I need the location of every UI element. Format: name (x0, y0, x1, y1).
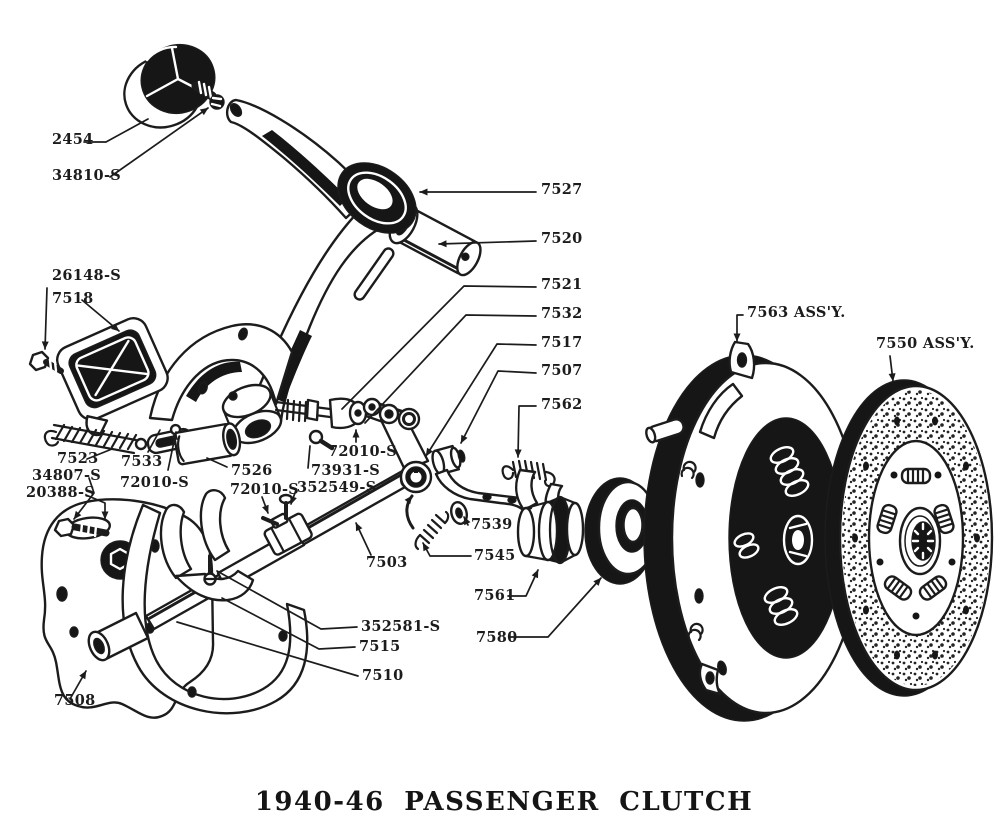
part-label-7523-13: 7523 (57, 450, 99, 467)
pedal-pad-knob (123, 44, 225, 129)
part-label-26148-s-11: 26148-S (52, 267, 122, 284)
part-label-7532-5: 7532 (541, 305, 583, 322)
part-label-7508-31: 7508 (54, 692, 96, 709)
part-label-7545-24: 7545 (474, 547, 516, 564)
part-label-352549-s-18: 352549-S (297, 479, 377, 496)
pedal-pad-7518 (55, 317, 169, 437)
part-label-7539-23: 7539 (471, 516, 513, 533)
spring-7545 (414, 510, 450, 551)
part-label-72010-s-17: 72010-S (230, 481, 300, 498)
part-label-7561-26: 7561 (474, 587, 516, 604)
diagram-title: 1940-46 PASSENGER CLUTCH (254, 787, 754, 817)
part-label-7515-29: 7515 (359, 638, 401, 655)
part-label-7521-4: 7521 (541, 276, 583, 293)
bolt-26148 (28, 350, 64, 374)
part-label-7520-3: 7520 (541, 230, 583, 247)
washer-7539 (450, 500, 468, 526)
clutch-disc-7550 (824, 379, 994, 697)
bearing-hub-7561 (515, 468, 585, 565)
tube-7508 (87, 611, 150, 662)
part-label-7563-ass-y--9: 7563 ASS'Y. (747, 304, 846, 321)
part-label-7533-14: 7533 (121, 453, 163, 470)
part-label-72010-s-19: 72010-S (328, 443, 398, 460)
leader-lines (41, 107, 896, 700)
part-label-34807-s-21: 34807-S (32, 467, 102, 484)
arch-bracket (148, 323, 294, 422)
part-label-7580-27: 7580 (476, 629, 518, 646)
part-label-2454-0: 2454 (52, 131, 94, 148)
part-label-73931-s-20: 73931-S (311, 462, 381, 479)
return-spring-7523 (43, 423, 148, 455)
bushing-7526 (173, 422, 242, 466)
part-label-7527-2: 7527 (541, 181, 583, 198)
part-label-72010-s-15: 72010-S (120, 474, 190, 491)
part-label-7503-25: 7503 (366, 554, 408, 571)
pressure-plate-7563 (643, 340, 862, 722)
part-label-7517-6: 7517 (541, 334, 583, 351)
part-label-7562-8: 7562 (541, 396, 583, 413)
part-label-7518-12: 7518 (52, 290, 94, 307)
bellcrank-cluster (378, 403, 533, 530)
part-label-7526-16: 7526 (231, 462, 273, 479)
pedal-arm-upper (225, 98, 372, 220)
part-label-7550-ass-y--10: 7550 ASS'Y. (876, 335, 975, 352)
spring-7562 (501, 459, 556, 488)
pedal-bumper (337, 162, 417, 234)
part-label-352581-s-28: 352581-S (361, 618, 441, 635)
release-fork-7515 (159, 489, 255, 602)
cover-7510 (121, 503, 309, 715)
part-label-34810-s-1: 34810-S (52, 167, 122, 184)
part-label-20388-s-22: 20388-S (26, 484, 96, 501)
part-label-7510-30: 7510 (362, 667, 404, 684)
part-label-7507-7: 7507 (541, 362, 583, 379)
damper-springs (876, 467, 955, 601)
